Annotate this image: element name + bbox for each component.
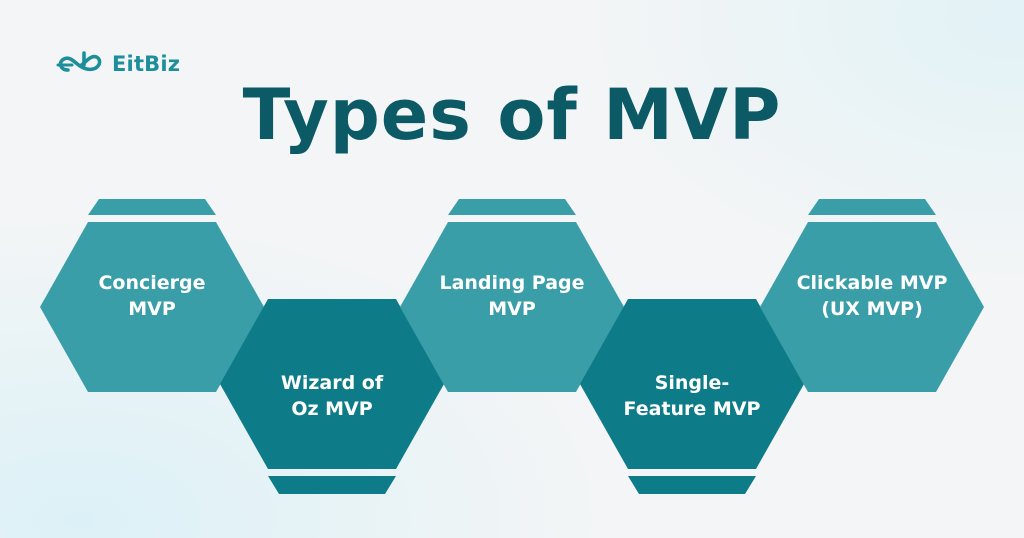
brand-logo: EitBiz: [54, 51, 180, 77]
hex-item-clickable-mvp: Clickable MVP (UX MVP): [760, 199, 984, 392]
hex-item-wizard-of-oz-mvp: Wizard of Oz MVP: [220, 299, 444, 495]
hex-item-single-feature-mvp: Single- Feature MVP: [580, 299, 804, 495]
hexagon-shape: [580, 299, 804, 494]
hex-label: Single- Feature MVP: [623, 372, 761, 420]
hexagon-shape: [220, 299, 444, 494]
hex-label: Clickable MVP (UX MVP): [796, 272, 948, 320]
hexagon-shape: [40, 199, 264, 392]
hex-item-concierge-mvp: Concierge MVP: [40, 199, 264, 392]
hexagon-shape: [760, 199, 984, 392]
hexagon-shape: [400, 199, 624, 392]
hex-label: Landing Page MVP: [439, 272, 585, 320]
hex-label: Concierge MVP: [98, 272, 206, 320]
eb-infinity-logo-icon: [56, 51, 102, 72]
hex-item-landing-page-mvp: Landing Page MVP: [400, 199, 624, 392]
hex-label: Wizard of Oz MVP: [280, 372, 384, 420]
brand-name: EitBiz: [112, 52, 181, 76]
page-title: Types of MVP: [242, 74, 782, 156]
